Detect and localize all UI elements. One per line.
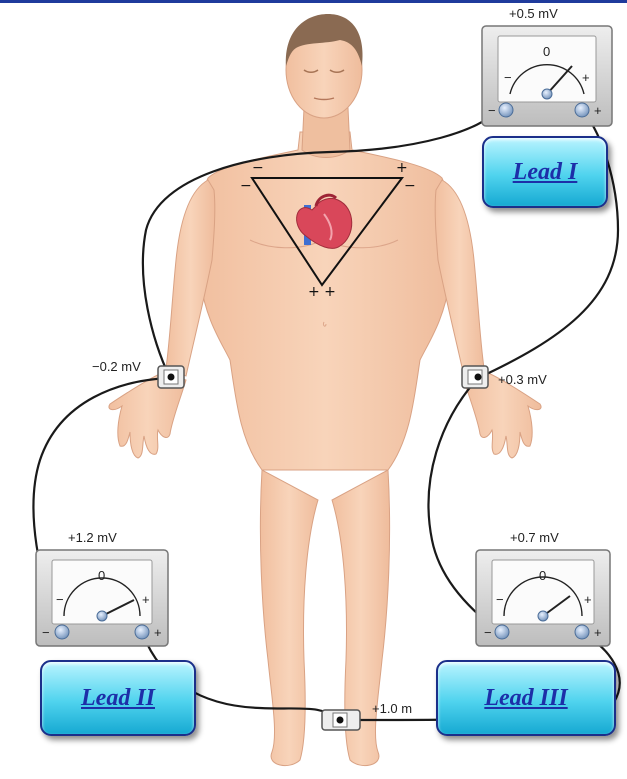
electrode-left-leg-reading: +1.0 m: [372, 701, 412, 716]
meter-lead1-terminal-minus-label: −: [488, 103, 496, 118]
meter-lead3-scale-minus: −: [496, 592, 504, 607]
electrode-right-arm: [158, 366, 184, 388]
meter-lead2: +1.2 mV 0 − + − +: [36, 530, 168, 646]
meter-lead2-terminal-plus-label: +: [154, 625, 162, 640]
left-arm: [435, 180, 484, 376]
right-leg: [260, 470, 318, 766]
sign-bottom: + +: [308, 284, 336, 300]
meter-lead2-zero: 0: [98, 568, 105, 583]
lead-3-box[interactable]: Lead III: [436, 660, 616, 736]
human-body: [109, 14, 541, 766]
electrode-left-leg: [322, 710, 360, 730]
meter-lead1-zero: 0: [543, 44, 550, 59]
lead-2-label: Lead II: [81, 685, 155, 712]
meter-lead3-reading: +0.7 mV: [510, 530, 559, 545]
right-arm: [166, 180, 215, 376]
meter-lead3-terminal-minus: [495, 625, 509, 639]
sign-top-right-lower: −: [404, 178, 416, 194]
meter-lead1-terminal-minus: [499, 103, 513, 117]
meter-lead3-scale-plus: +: [584, 592, 592, 607]
sign-top-left-upper: −: [252, 160, 264, 176]
electrode-left-arm-reading: +0.3 mV: [498, 372, 547, 387]
meter-lead1-scale-plus: +: [582, 70, 590, 85]
sign-top-right-upper: +: [396, 160, 408, 176]
sign-top-left-lower: −: [240, 178, 252, 194]
meter-lead1-terminal-plus-label: +: [594, 103, 602, 118]
meter-lead1-reading: +0.5 mV: [509, 6, 558, 21]
meter-lead2-terminal-plus: [135, 625, 149, 639]
meter-lead1-terminal-plus: [575, 103, 589, 117]
meter-lead2-scale-plus: +: [142, 592, 150, 607]
lead-3-label: Lead III: [484, 685, 567, 712]
meter-lead1: +0.5 mV 0 − + − +: [482, 6, 612, 126]
lead-1-box[interactable]: Lead I: [482, 136, 608, 208]
lead-2-box[interactable]: Lead II: [40, 660, 196, 736]
electrode-left-arm: [462, 366, 488, 388]
meter-lead3-terminal-plus-label: +: [594, 625, 602, 640]
meter-lead2-terminal-minus-label: −: [42, 625, 50, 640]
meter-lead3-terminal-minus-label: −: [484, 625, 492, 640]
meter-lead3: +0.7 mV 0 − + − +: [476, 530, 610, 646]
meter-lead3-terminal-plus: [575, 625, 589, 639]
meter-lead2-reading: +1.2 mV: [68, 530, 117, 545]
meter-lead2-scale-minus: −: [56, 592, 64, 607]
meter-lead2-terminal-minus: [55, 625, 69, 639]
meter-lead1-scale-minus: −: [504, 70, 512, 85]
lead-1-label: Lead I: [513, 159, 578, 186]
electrode-right-arm-reading: −0.2 mV: [92, 359, 141, 374]
meter-lead3-zero: 0: [539, 568, 546, 583]
